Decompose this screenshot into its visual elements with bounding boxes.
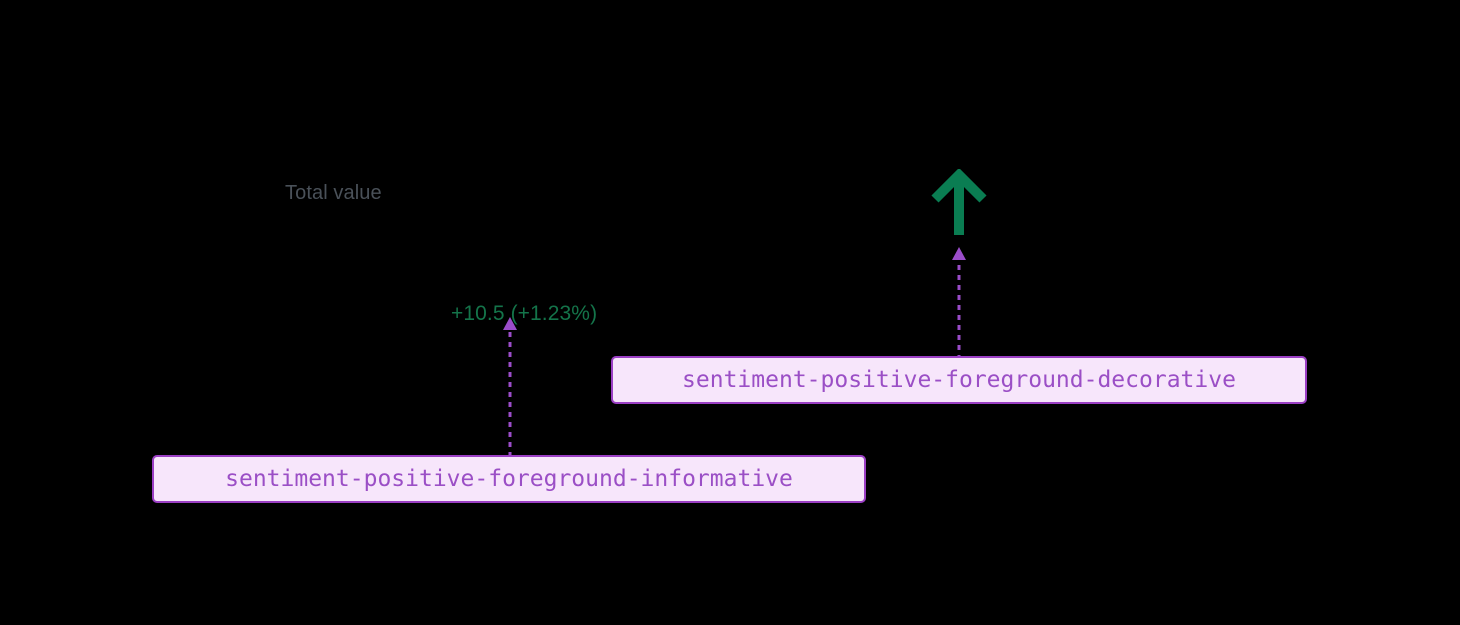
arrow-up-icon (931, 169, 987, 235)
connector-decorative (952, 247, 966, 360)
connector-informative (503, 317, 517, 457)
delta-value-label: +10.5 (+1.23%) (451, 302, 598, 325)
chart-title: Total value (285, 182, 382, 204)
annotation-label-decorative[interactable]: sentiment-positive-foreground-decorative (611, 356, 1307, 404)
annotation-label-informative[interactable]: sentiment-positive-foreground-informativ… (152, 455, 866, 503)
